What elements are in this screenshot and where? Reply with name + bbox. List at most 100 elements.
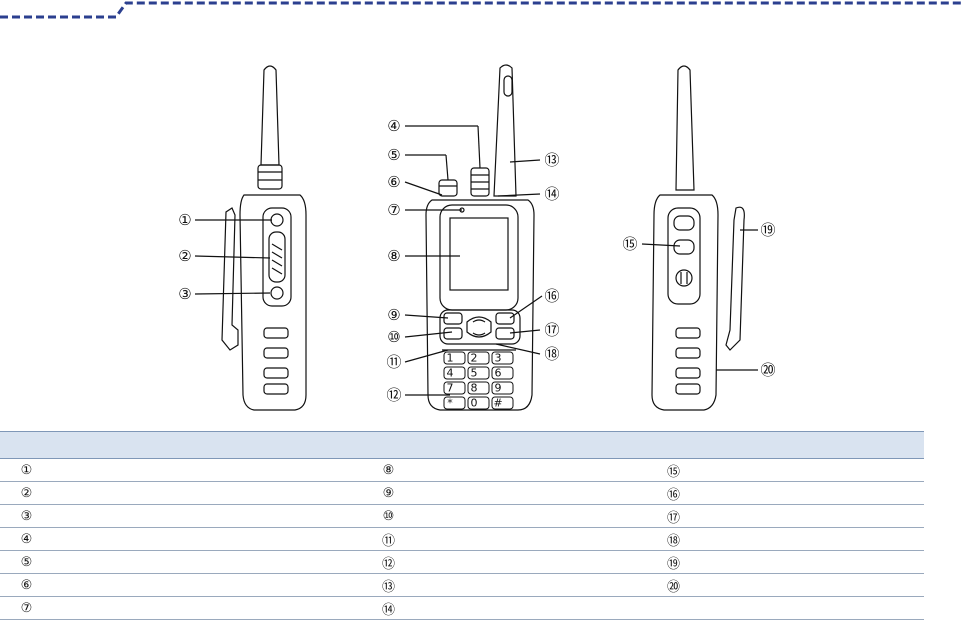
legend-description bbox=[699, 481, 924, 505]
legend-description bbox=[53, 504, 362, 528]
legend-number: ⑫ bbox=[362, 550, 415, 574]
legend-header-cell bbox=[415, 431, 648, 459]
callout-13: ⑬ bbox=[544, 151, 559, 169]
keypad-key bbox=[491, 381, 514, 395]
callout-20: ⑳ bbox=[760, 361, 775, 379]
legend-number: ⑨ bbox=[362, 481, 415, 505]
legend-number: ⑱ bbox=[648, 527, 699, 551]
legend-description bbox=[53, 596, 362, 620]
radio-front-view bbox=[425, 64, 535, 411]
legend-row: ⑦ ⑭ bbox=[0, 596, 924, 620]
keypad-key-label: 5 bbox=[471, 367, 478, 380]
legend-description bbox=[53, 573, 362, 597]
callout-1: ① bbox=[178, 211, 191, 229]
keypad-key-label: 1 bbox=[447, 352, 454, 365]
legend-header-row bbox=[0, 431, 924, 459]
legend-number: ⑪ bbox=[362, 527, 415, 551]
keypad-key bbox=[491, 396, 514, 410]
callout-3: ③ bbox=[178, 285, 191, 303]
keypad-key bbox=[491, 366, 514, 380]
callout-19: ⑲ bbox=[760, 221, 775, 239]
callout-4: ④ bbox=[387, 117, 400, 135]
keypad-key-label: 6 bbox=[495, 367, 502, 380]
legend-number: ⑥ bbox=[0, 573, 53, 597]
callout-9: ⑨ bbox=[387, 306, 400, 324]
callout-12: ⑫ bbox=[386, 386, 401, 404]
legend-row: ⑤ ⑫ ⑲ bbox=[0, 550, 924, 574]
legend-description bbox=[415, 481, 648, 505]
legend-row: ② ⑨ ⑯ bbox=[0, 481, 924, 505]
legend-header-cell bbox=[53, 431, 362, 459]
keypad-key-label: 4 bbox=[447, 367, 454, 380]
legend-number: ⑧ bbox=[362, 458, 415, 482]
legend-number: ⑰ bbox=[648, 504, 699, 528]
callout-16: ⑯ bbox=[544, 287, 559, 305]
keypad-key bbox=[443, 396, 466, 410]
keypad-key-label: # bbox=[493, 397, 502, 410]
legend-header-cell bbox=[0, 431, 53, 459]
callout-6: ⑥ bbox=[387, 173, 400, 191]
legend-number: ⑲ bbox=[648, 550, 699, 574]
legend-row: ① ⑧ ⑮ bbox=[0, 458, 924, 482]
legend-description bbox=[699, 527, 924, 551]
legend-description bbox=[699, 596, 924, 620]
keypad-key bbox=[467, 351, 490, 365]
legend-header-cell bbox=[699, 431, 924, 459]
legend-description bbox=[699, 550, 924, 574]
legend-description bbox=[415, 458, 648, 482]
legend-number: ⑳ bbox=[648, 573, 699, 597]
legend-description bbox=[415, 527, 648, 551]
legend-number: ④ bbox=[0, 527, 53, 551]
keypad-key bbox=[467, 366, 490, 380]
legend-number: ⑬ bbox=[362, 573, 415, 597]
legend-description bbox=[415, 504, 648, 528]
legend-description bbox=[699, 458, 924, 482]
callout-10: ⑩ bbox=[387, 328, 400, 346]
legend-header-cell bbox=[362, 431, 415, 459]
legend-description bbox=[415, 596, 648, 620]
legend-number: ⑩ bbox=[362, 504, 415, 528]
keypad-key bbox=[467, 381, 490, 395]
callout-5: ⑤ bbox=[387, 146, 400, 164]
legend-description bbox=[53, 550, 362, 574]
legend-number: ⑯ bbox=[648, 481, 699, 505]
legend-number: ⑮ bbox=[648, 458, 699, 482]
keypad-key bbox=[443, 366, 466, 380]
legend-description bbox=[53, 527, 362, 551]
callout-markers: ① ② ③ ④ ⑤ ⑥ ⑦ ⑧ ⑨ ⑩ ⑪ ⑫ ⑬ ⑭ ⑯ ⑰ ⑱ ⑮ ⑲ ⑳ bbox=[178, 117, 775, 404]
keypad-key-label: 9 bbox=[495, 382, 502, 395]
legend-table: ① ⑧ ⑮ ② ⑨ ⑯ ③ ⑩ ⑰ ④ ⑪ ⑱ ⑤ ⑫ ⑲ ⑥ ⑬ ⑳ bbox=[0, 431, 924, 620]
keypad-key bbox=[491, 351, 514, 365]
callout-leader-lines bbox=[194, 125, 758, 396]
legend-header-cell bbox=[648, 431, 699, 459]
legend-number: ① bbox=[0, 458, 53, 482]
legend-number: ⑤ bbox=[0, 550, 53, 574]
callout-14: ⑭ bbox=[544, 185, 559, 203]
legend-number bbox=[648, 596, 699, 620]
radio-right-side-view bbox=[651, 65, 745, 411]
callout-7: ⑦ bbox=[387, 201, 400, 219]
keypad-key-label: * bbox=[447, 397, 453, 410]
legend-description bbox=[53, 458, 362, 482]
keypad-key bbox=[443, 381, 466, 395]
legend-description bbox=[415, 573, 648, 597]
legend-row: ④ ⑪ ⑱ bbox=[0, 527, 924, 551]
legend-description bbox=[699, 573, 924, 597]
header-dashed-line bbox=[0, 1, 961, 19]
callout-8: ⑧ bbox=[387, 247, 400, 265]
callout-17: ⑰ bbox=[544, 321, 559, 339]
keypad-key-label: 0 bbox=[471, 397, 478, 410]
callout-15: ⑮ bbox=[622, 235, 637, 253]
callout-18: ⑱ bbox=[544, 345, 559, 363]
legend-number: ⑭ bbox=[362, 596, 415, 620]
legend-description bbox=[415, 550, 648, 574]
legend-description bbox=[53, 481, 362, 505]
legend-row: ⑥ ⑬ ⑳ bbox=[0, 573, 924, 597]
legend-number: ② bbox=[0, 481, 53, 505]
legend-description bbox=[699, 504, 924, 528]
callout-11: ⑪ bbox=[386, 353, 401, 371]
radio-left-side-view bbox=[221, 65, 307, 411]
legend-row: ③ ⑩ ⑰ bbox=[0, 504, 924, 528]
